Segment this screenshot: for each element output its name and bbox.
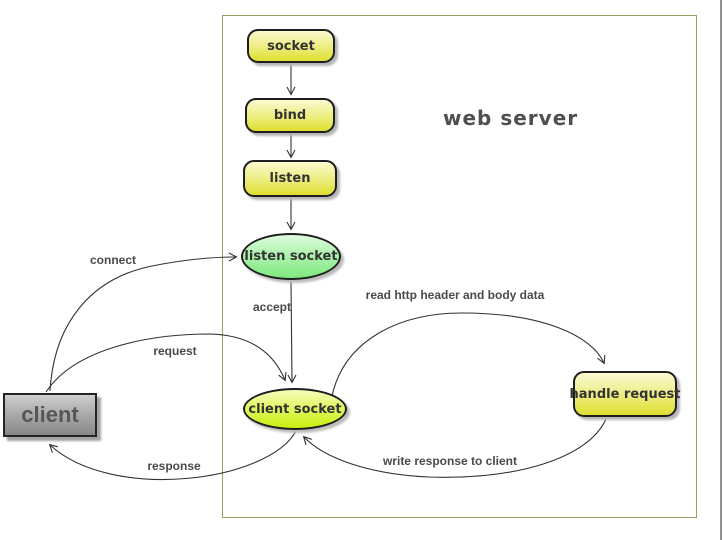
node-handle-request-label: handle request bbox=[569, 386, 681, 402]
edge-label-connect: connect bbox=[89, 253, 137, 267]
node-client: client bbox=[3, 393, 97, 437]
window-right-edge bbox=[720, 0, 722, 540]
node-bind-label: bind bbox=[273, 108, 307, 123]
node-listen: listen bbox=[243, 160, 337, 197]
node-listen-label: listen bbox=[269, 171, 311, 186]
node-client-socket-label: client socket bbox=[248, 401, 342, 417]
node-socket-label: socket bbox=[267, 38, 315, 54]
edge-label-write-response: write response to client bbox=[382, 454, 518, 468]
edge-label-response: response bbox=[147, 459, 201, 473]
web-server-title: web server bbox=[443, 106, 579, 130]
node-socket: socket bbox=[247, 29, 335, 63]
edge-connect bbox=[49, 252, 238, 392]
node-bind: bind bbox=[245, 98, 335, 133]
node-listen-socket: listen socket bbox=[241, 233, 341, 280]
node-client-socket: client socket bbox=[243, 388, 347, 430]
edge-label-read-http: read http header and body data bbox=[365, 288, 545, 302]
node-listen-socket-label: listen socket bbox=[244, 249, 338, 264]
node-handle-request: handle request bbox=[570, 371, 680, 417]
edge-label-accept: accept bbox=[252, 300, 292, 314]
edge-label-request: request bbox=[153, 344, 197, 358]
node-client-label: client bbox=[21, 402, 79, 427]
